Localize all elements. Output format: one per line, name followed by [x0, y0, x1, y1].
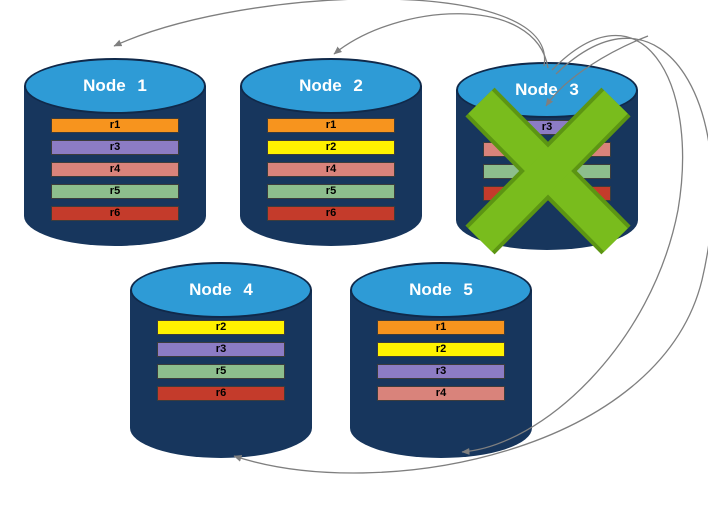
node-4: Node 4 r2 r3 r5 r6: [130, 262, 312, 458]
record-bar: r6: [267, 206, 395, 221]
node-2-records: r1 r2 r4 r5 r6: [240, 118, 422, 221]
record-bar: r3: [377, 364, 505, 379]
node-1: Node 1 r1 r3 r4 r5 r6: [24, 58, 206, 246]
record-bar: r3: [51, 140, 179, 155]
record-bar: r6: [483, 186, 611, 201]
node-4-records: r2 r3 r5 r6: [130, 320, 312, 401]
record-bar: r1: [51, 118, 179, 133]
node-3-cylinder-top: Node 3: [456, 62, 638, 118]
record-bar: r1: [377, 320, 505, 335]
node-4-cylinder-top: Node 4: [130, 262, 312, 318]
arrow-to-node-1: [113, 0, 545, 67]
record-bar: r6: [157, 386, 285, 401]
record-bar: r3: [157, 342, 285, 357]
node-5-title: Node 5: [409, 280, 473, 299]
node-3-records: r3 r4 r5 r6: [456, 120, 638, 201]
record-bar: r4: [51, 162, 179, 177]
record-bar: r4: [377, 386, 505, 401]
node-1-cylinder-top: Node 1: [24, 58, 206, 114]
node-2: Node 2 r1 r2 r4 r5 r6: [240, 58, 422, 246]
record-bar: r5: [267, 184, 395, 199]
node-4-title: Node 4: [189, 280, 253, 299]
record-bar: r6: [51, 206, 179, 221]
record-bar: r2: [377, 342, 505, 357]
record-bar: r5: [51, 184, 179, 199]
record-bar: r2: [157, 320, 285, 335]
record-bar: r4: [267, 162, 395, 177]
record-bar: r5: [483, 164, 611, 179]
record-bar: r5: [157, 364, 285, 379]
node-5-cylinder-top: Node 5: [350, 262, 532, 318]
record-bar: r3: [483, 120, 611, 135]
node-2-cylinder-top: Node 2: [240, 58, 422, 114]
node-3-title: Node 3: [515, 80, 579, 99]
node-1-title: Node 1: [83, 76, 147, 95]
node-5-records: r1 r2 r3 r4: [350, 320, 532, 401]
node-1-records: r1 r3 r4 r5 r6: [24, 118, 206, 221]
record-bar: r4: [483, 142, 611, 157]
record-bar: r2: [267, 140, 395, 155]
record-bar: r1: [267, 118, 395, 133]
node-3: Node 3 r3 r4 r5 r6: [456, 62, 638, 250]
node-2-title: Node 2: [299, 76, 363, 95]
node-5: Node 5 r1 r2 r3 r4: [350, 262, 532, 458]
